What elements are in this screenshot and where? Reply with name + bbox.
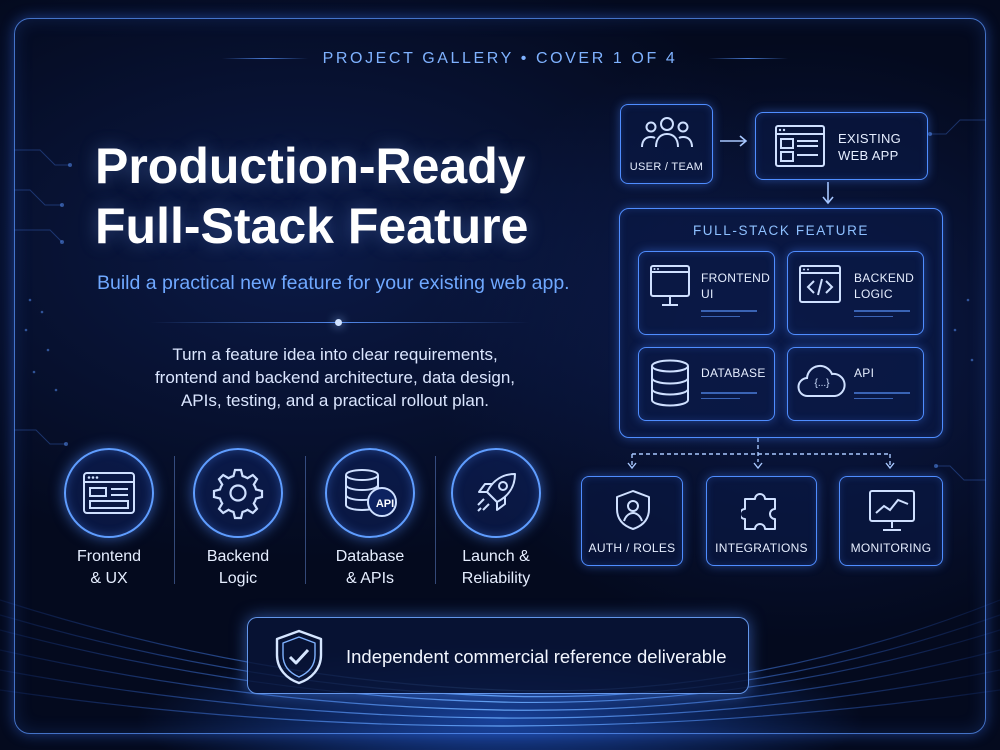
cloud-api-icon [797,364,846,398]
api-icon-text: {...} [814,378,830,389]
label-line: FRONTEND [701,271,771,285]
api-node: {...} API [787,347,924,421]
database-node: DATABASE [638,347,775,421]
gallery-label: PROJECT GALLERY • COVER 1 OF 4 [322,50,678,67]
users-icon [641,117,693,148]
label-line: EXISTING [838,131,902,146]
divider-dot [335,319,342,326]
feature-separator [174,456,175,584]
api-label: API [854,366,875,380]
feature-label-line: Reliability [461,570,531,587]
feature-backend-label: Backend Logic [178,546,298,590]
shield-check-icon [275,629,323,685]
backend-logic-label: BACKEND LOGIC [854,270,914,302]
feature-label-line: Database [335,548,405,565]
rocket-icon [477,473,516,512]
database-icon [651,359,689,407]
auth-roles-node: AUTH / ROLES [581,476,683,566]
user-team-label: USER / TEAM [629,161,704,173]
placeholder-lines [854,392,910,404]
page-title: Production-Ready Full-Stack Feature [95,136,615,256]
gear-icon [212,468,264,520]
placeholder-lines [701,310,757,322]
monitoring-label: MONITORING [850,541,932,555]
header-line-left [222,58,308,59]
feature-separator [435,456,436,584]
label-line: BACKEND [854,271,915,285]
frontend-ui-node: FRONTEND UI [638,251,775,335]
feature-database-label: Database & APIs [310,546,430,590]
feature-backend: Backend Logic [178,448,298,590]
fullstack-feature-container: FULL-STACK FEATURE FRONTEND UI BACKEND L… [619,208,943,438]
puzzle-icon [741,493,776,530]
feature-separator [305,456,306,584]
description: Turn a feature idea into clear requireme… [95,343,575,412]
code-window-icon [799,265,841,303]
label-line: UI [701,287,714,301]
feature-label-line: & UX [90,570,128,587]
label-line: LOGIC [854,287,893,301]
feature-label-line: & APIs [345,570,395,587]
feature-database-circle [325,448,415,538]
browser-window-icon [83,472,135,514]
placeholder-lines [701,392,757,404]
description-line: APIs, testing, and a practical rollout p… [180,391,490,410]
feature-frontend-label: Frontend & UX [49,546,169,590]
feature-frontend-circle [64,448,154,538]
feature-launch: Launch & Reliability [436,448,556,590]
page-subtitle: Build a practical new feature for your e… [97,272,570,294]
placeholder-lines [854,310,910,322]
feature-label-line: Backend [206,548,270,565]
fullstack-feature-title: FULL-STACK FEATURE [692,223,870,238]
feature-database: API Database & APIs [310,448,430,590]
description-line: frontend and backend architecture, data … [154,368,516,387]
feature-frontend: Frontend & UX [49,448,169,590]
outer-frame [14,18,986,734]
label-line: WEB APP [838,148,899,163]
auth-roles-label: AUTH / ROLES [588,541,676,555]
existing-web-app-node: EXISTING WEB APP [755,112,928,180]
frontend-ui-label: FRONTEND UI [701,270,770,302]
title-line-2: Full-Stack Feature [95,198,529,254]
deliverable-banner: Independent commercial reference deliver… [247,617,749,694]
monitoring-node: MONITORING [839,476,943,566]
feature-launch-label: Launch & Reliability [436,546,556,590]
user-team-node: USER / TEAM [620,104,713,184]
feature-backend-circle [193,448,283,538]
monitor-icon [650,265,690,306]
feature-label-line: Logic [218,570,258,587]
backend-logic-node: BACKEND LOGIC [787,251,924,335]
web-app-icon [775,125,825,167]
title-line-1: Production-Ready [95,138,526,194]
integrations-node: INTEGRATIONS [706,476,817,566]
feature-label-line: Frontend [76,548,142,565]
api-badge: API [375,498,395,510]
database-api-icon [345,469,397,517]
database-label: DATABASE [701,366,766,380]
description-line: Turn a feature idea into clear requireme… [172,345,498,364]
header-line-right [708,58,788,59]
banner-text: Independent commercial reference deliver… [346,646,727,667]
feature-label-line: Launch & [462,548,530,565]
monitoring-chart-icon [869,490,915,531]
feature-launch-circle [451,448,541,538]
user-shield-icon [616,490,650,530]
integrations-label: INTEGRATIONS [715,541,808,555]
existing-web-app-label: EXISTING WEB APP [838,130,901,164]
